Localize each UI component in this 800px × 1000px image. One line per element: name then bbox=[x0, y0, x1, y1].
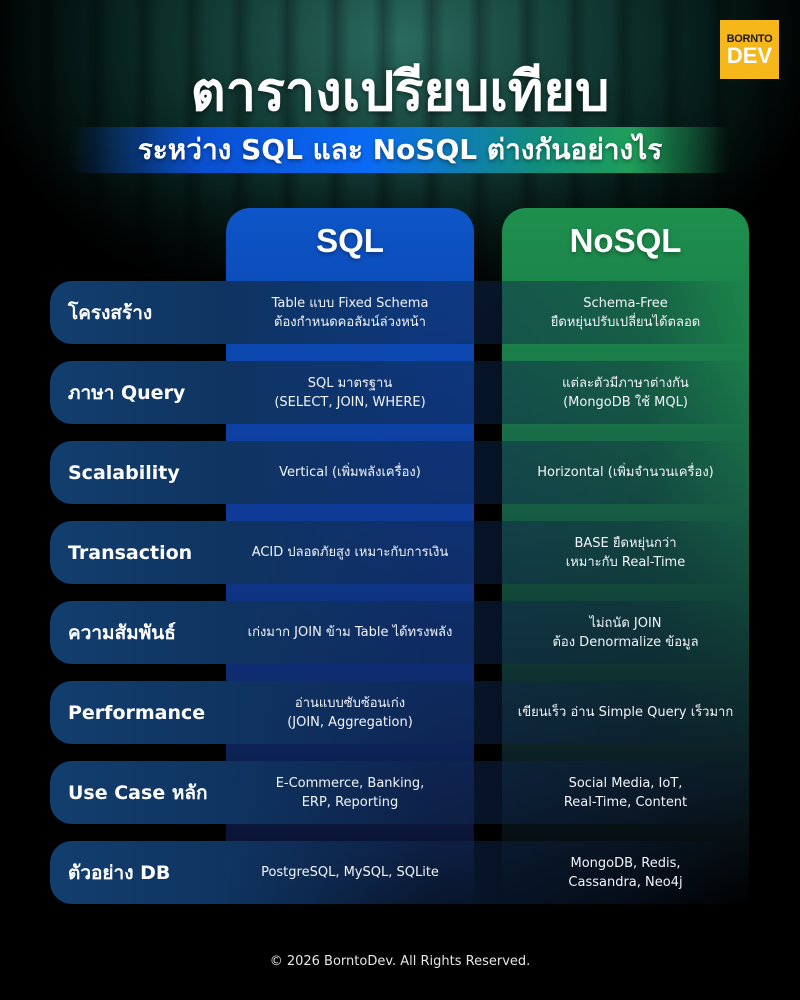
table-row: Performance อ่านแบบซับซ้อนเก่ง (JOIN, Aggr… bbox=[50, 681, 750, 744]
nosql-cell: Horizontal (เพิ่มจำนวนเครื่อง) bbox=[502, 441, 749, 504]
page-title: ตารางเปรียบเทียบ bbox=[190, 60, 610, 123]
sql-cell: ACID ปลอดภัยสูง เหมาะกับการเงิน bbox=[226, 521, 474, 584]
sql-cell-line: PostgreSQL, MySQL, SQLite bbox=[261, 865, 439, 880]
sql-cell: Table แบบ Fixed Schema ต้องกำหนดคอลัมน์ล่… bbox=[226, 281, 474, 344]
nosql-cell-line: ไม่ถนัด JOIN bbox=[589, 615, 662, 631]
sql-cell-line: เก่งมาก JOIN ข้าม Table ได้ทรงพลัง bbox=[247, 625, 453, 640]
table-row: ความสัมพันธ์ เก่งมาก JOIN ข้าม Table ได้ท… bbox=[50, 601, 750, 664]
nosql-cell: Social Media, IoT, Real-Time, Content bbox=[502, 761, 749, 824]
nosql-cell-line: BASE ยืดหยุ่นกว่า bbox=[574, 535, 677, 551]
sql-cell: อ่านแบบซับซ้อนเก่ง (JOIN, Aggregation) bbox=[226, 681, 474, 744]
nosql-cell-line: Horizontal (เพิ่มจำนวนเครื่อง) bbox=[537, 465, 714, 480]
row-label: Scalability bbox=[68, 461, 180, 484]
sql-cell-line: ERP, Reporting bbox=[301, 794, 399, 810]
logo-top-text: BORNTO bbox=[726, 32, 773, 45]
nosql-cell-line: เขียนเร็ว อ่าน Simple Query เร็วมาก bbox=[517, 705, 734, 720]
copyright-footer: © 2026 BorntoDev. All Rights Reserved. bbox=[269, 954, 531, 969]
nosql-cell-line: Social Media, IoT, bbox=[568, 775, 683, 791]
sql-cell: Vertical (เพิ่มพลังเครื่อง) bbox=[226, 441, 474, 504]
nosql-cell-line: Real-Time, Content bbox=[563, 794, 688, 810]
table-row: โครงสร้าง Table แบบ Fixed Schema ต้องกำหนด… bbox=[50, 281, 750, 344]
table-row: ภาษา Query SQL มาตรฐาน (SELECT, JOIN, WHER… bbox=[50, 361, 750, 424]
row-label: Use Case หลัก bbox=[68, 781, 208, 804]
borntodev-logo: BORNTO DEV bbox=[720, 20, 779, 79]
sql-cell-line: Vertical (เพิ่มพลังเครื่อง) bbox=[279, 465, 421, 480]
table-row: ตัวอย่าง DB PostgreSQL, MySQL, SQLite Mong… bbox=[50, 841, 750, 904]
sql-cell-line: SQL มาตรฐาน bbox=[307, 375, 393, 391]
nosql-cell: MongoDB, Redis, Cassandra, Neo4j bbox=[502, 841, 749, 904]
nosql-cell-line: แต่ละตัวมีภาษาต่างกัน bbox=[562, 375, 689, 391]
sql-cell: PostgreSQL, MySQL, SQLite bbox=[226, 841, 474, 904]
table-row: Transaction ACID ปลอดภัยสูง เหมาะกับการเง… bbox=[50, 521, 750, 584]
row-label: โครงสร้าง bbox=[68, 301, 153, 324]
row-label: Performance bbox=[68, 701, 206, 724]
nosql-cell-line: ยืดหยุ่นปรับเปลี่ยนได้ตลอด bbox=[550, 314, 701, 330]
page-subtitle: ระหว่าง SQL และ NoSQL ต่างกันอย่างไร bbox=[137, 133, 663, 166]
sql-cell: เก่งมาก JOIN ข้าม Table ได้ทรงพลัง bbox=[226, 601, 474, 664]
row-label: Transaction bbox=[68, 541, 193, 564]
table-row: Use Case หลัก E-Commerce, Banking, ERP, Re… bbox=[50, 761, 750, 824]
nosql-cell-line: Cassandra, Neo4j bbox=[568, 874, 683, 890]
sql-cell: E-Commerce, Banking, ERP, Reporting bbox=[226, 761, 474, 824]
sql-cell-line: ACID ปลอดภัยสูง เหมาะกับการเงิน bbox=[251, 545, 449, 560]
nosql-cell: แต่ละตัวมีภาษาต่างกัน (MongoDB ใช้ MQL) bbox=[502, 361, 749, 424]
nosql-cell-line: MongoDB, Redis, bbox=[570, 855, 681, 871]
table-row: Scalability Vertical (เพิ่มพลังเครื่อง) Ho… bbox=[50, 441, 750, 504]
sql-cell-line: (SELECT, JOIN, WHERE) bbox=[274, 394, 426, 410]
sql-cell-line: Table แบบ Fixed Schema bbox=[271, 295, 429, 311]
sql-cell-line: อ่านแบบซับซ้อนเก่ง bbox=[294, 695, 406, 711]
row-label: ตัวอย่าง DB bbox=[68, 861, 171, 884]
subtitle-band bbox=[70, 127, 730, 173]
nosql-cell: BASE ยืดหยุ่นกว่าเหมาะกับ Real-Time bbox=[502, 521, 749, 584]
nosql-column-header: NoSQL bbox=[569, 222, 682, 259]
nosql-cell-line: Schema-Free bbox=[583, 295, 668, 311]
logo-bottom-text: DEV bbox=[726, 42, 773, 68]
sql-cell: SQL มาตรฐาน (SELECT, JOIN, WHERE) bbox=[226, 361, 474, 424]
nosql-cell: เขียนเร็ว อ่าน Simple Query เร็วมาก bbox=[502, 681, 749, 744]
nosql-cell-line: ต้อง Denormalize ข้อมูล bbox=[552, 634, 699, 650]
sql-cell-line: E-Commerce, Banking, bbox=[275, 775, 425, 791]
nosql-cell-line: เหมาะกับ Real-Time bbox=[565, 554, 686, 570]
sql-cell-line: ต้องกำหนดคอลัมน์ล่วงหน้า bbox=[274, 314, 426, 330]
nosql-cell: ไม่ถนัด JOIN ต้อง Denormalize ข้อมูล bbox=[502, 601, 749, 664]
row-label: ภาษา Query bbox=[68, 381, 186, 404]
sql-column-header: SQL bbox=[316, 222, 384, 259]
row-label: ความสัมพันธ์ bbox=[68, 621, 176, 644]
nosql-cell-line: (MongoDB ใช้ MQL) bbox=[563, 394, 688, 410]
sql-cell-line: (JOIN, Aggregation) bbox=[287, 714, 413, 730]
nosql-cell: Schema-Free ยืดหยุ่นปรับเปลี่ยนได้ตลอด bbox=[502, 281, 749, 344]
